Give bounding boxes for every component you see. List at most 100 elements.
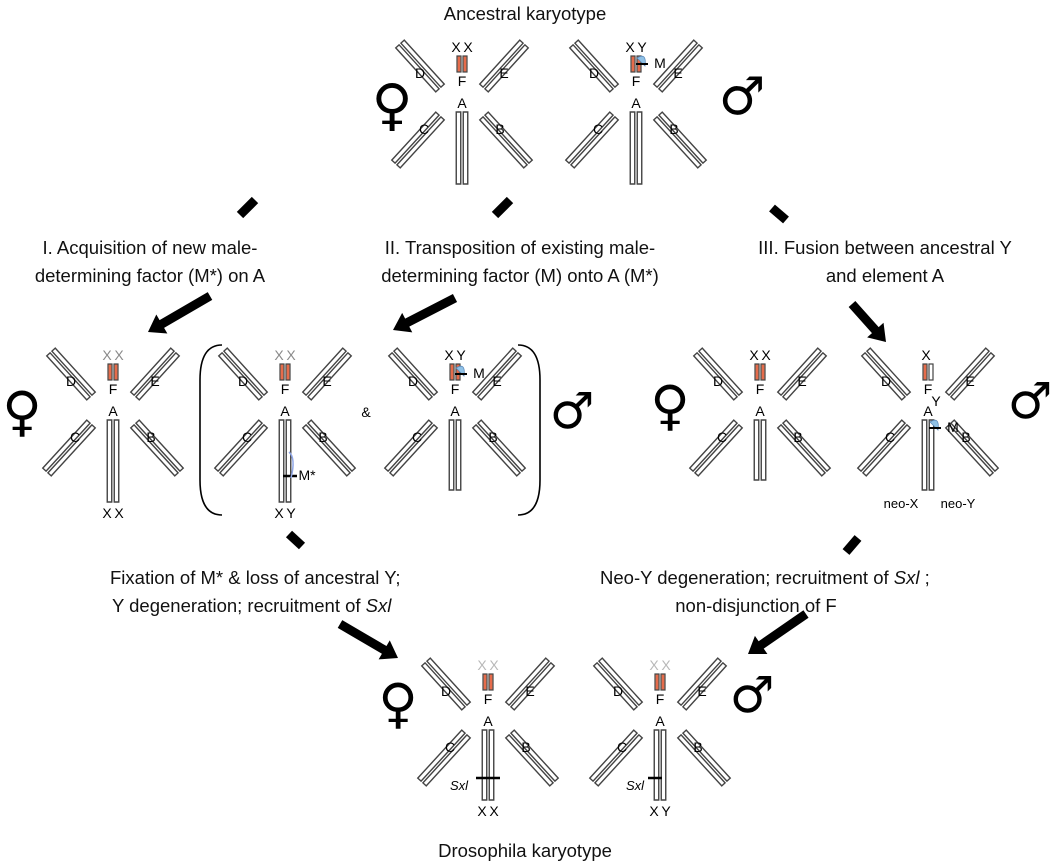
label-a: A bbox=[755, 403, 765, 419]
element-d-left bbox=[45, 351, 92, 401]
label-a: A bbox=[483, 713, 493, 729]
element-a-left bbox=[448, 419, 455, 491]
element-e-left bbox=[676, 657, 723, 707]
label-d: D bbox=[613, 683, 623, 699]
f-left bbox=[754, 363, 760, 381]
element-b-right bbox=[781, 419, 832, 473]
caption-path-1-line-2: determining factor (M*) on A bbox=[35, 265, 266, 286]
element-e bbox=[478, 39, 530, 93]
label-c: C bbox=[419, 121, 429, 137]
label-e: E bbox=[965, 373, 974, 389]
label-c: C bbox=[445, 739, 455, 755]
label-b: B bbox=[521, 739, 530, 755]
element-d bbox=[420, 657, 472, 711]
label-c: C bbox=[70, 429, 80, 445]
label-a: A bbox=[108, 403, 118, 419]
label-f-top-1: X bbox=[749, 347, 759, 363]
element-c bbox=[390, 111, 446, 169]
element-b-right bbox=[681, 729, 732, 783]
element-e-left bbox=[504, 657, 551, 707]
element-e-right bbox=[476, 351, 523, 401]
element-b-left bbox=[471, 423, 522, 477]
element-d-left bbox=[860, 351, 907, 401]
element-a-right bbox=[660, 729, 667, 801]
caption-lower-left-line-1: Fixation of M* & loss of ancestral Y; bbox=[110, 567, 400, 588]
label-d: D bbox=[238, 373, 248, 389]
element-f bbox=[482, 673, 494, 691]
element-a-right bbox=[113, 419, 120, 503]
label-e: E bbox=[525, 683, 534, 699]
element-a-right bbox=[285, 419, 292, 503]
element-c-right bbox=[46, 423, 97, 477]
element-c-left bbox=[213, 419, 264, 473]
element-a bbox=[481, 729, 495, 801]
element-f bbox=[279, 363, 291, 381]
label-c: C bbox=[885, 429, 895, 445]
element-e-right bbox=[509, 661, 556, 711]
element-f bbox=[456, 55, 468, 73]
element-d-left bbox=[420, 661, 467, 711]
element-d-right bbox=[50, 347, 97, 397]
label-f: F bbox=[756, 381, 765, 397]
element-a-right bbox=[760, 419, 767, 481]
element-b-left bbox=[301, 423, 352, 477]
element-e bbox=[471, 347, 523, 401]
element-c-left bbox=[416, 729, 467, 783]
label-x-single: X bbox=[921, 347, 931, 363]
element-c-right bbox=[395, 115, 446, 169]
label-f: F bbox=[458, 73, 467, 89]
element-a bbox=[629, 111, 643, 185]
label-c: C bbox=[617, 739, 627, 755]
f-left bbox=[456, 55, 462, 73]
element-b-left bbox=[944, 423, 995, 477]
title-ancestral-karyotype: Ancestral karyotype bbox=[444, 3, 606, 24]
label-b: B bbox=[693, 739, 702, 755]
label-e: E bbox=[322, 373, 331, 389]
female-symbol-path-1: ♀ bbox=[2, 380, 42, 443]
element-d bbox=[592, 657, 644, 711]
arrow-path-2 bbox=[393, 294, 458, 333]
label-a: A bbox=[923, 403, 933, 419]
element-e bbox=[944, 347, 996, 401]
label-d: D bbox=[415, 65, 425, 81]
label-b: B bbox=[495, 121, 504, 137]
element-a bbox=[753, 419, 767, 481]
element-d-left bbox=[387, 351, 434, 401]
element-b-right bbox=[306, 419, 357, 473]
element-c-right bbox=[861, 423, 912, 477]
label-f-top-1: X bbox=[274, 347, 284, 363]
element-b bbox=[676, 729, 732, 787]
label-b: B bbox=[318, 429, 327, 445]
element-b-left bbox=[652, 115, 703, 169]
element-b-right bbox=[509, 729, 560, 783]
element-b bbox=[504, 729, 560, 787]
label-a-bottom-1: X bbox=[102, 505, 112, 521]
element-c bbox=[688, 419, 744, 477]
label-c: C bbox=[717, 429, 727, 445]
element-d-right bbox=[697, 347, 744, 397]
element-e-right bbox=[657, 43, 704, 93]
element-c-right bbox=[593, 733, 644, 787]
arrow-stub-1 bbox=[236, 196, 259, 219]
female-symbol-drosophila: ♀ bbox=[378, 672, 418, 735]
label-b: B bbox=[961, 429, 970, 445]
element-a-left bbox=[653, 729, 660, 801]
f-left bbox=[654, 673, 660, 691]
male-symbol: ♂ bbox=[719, 67, 766, 127]
label-f-top-2: X bbox=[463, 39, 473, 55]
element-d bbox=[568, 39, 620, 93]
female-symbol-path-3: ♀ bbox=[650, 374, 690, 437]
label-e: E bbox=[150, 373, 159, 389]
element-e-right bbox=[483, 43, 530, 93]
label-a-bottom-2: X bbox=[114, 505, 124, 521]
element-c-right bbox=[218, 423, 269, 477]
label-b: B bbox=[146, 429, 155, 445]
label-b: B bbox=[669, 121, 678, 137]
element-a-right bbox=[636, 111, 643, 185]
caption-path-2-line-2: determining factor (M) onto A (M*) bbox=[381, 265, 659, 286]
